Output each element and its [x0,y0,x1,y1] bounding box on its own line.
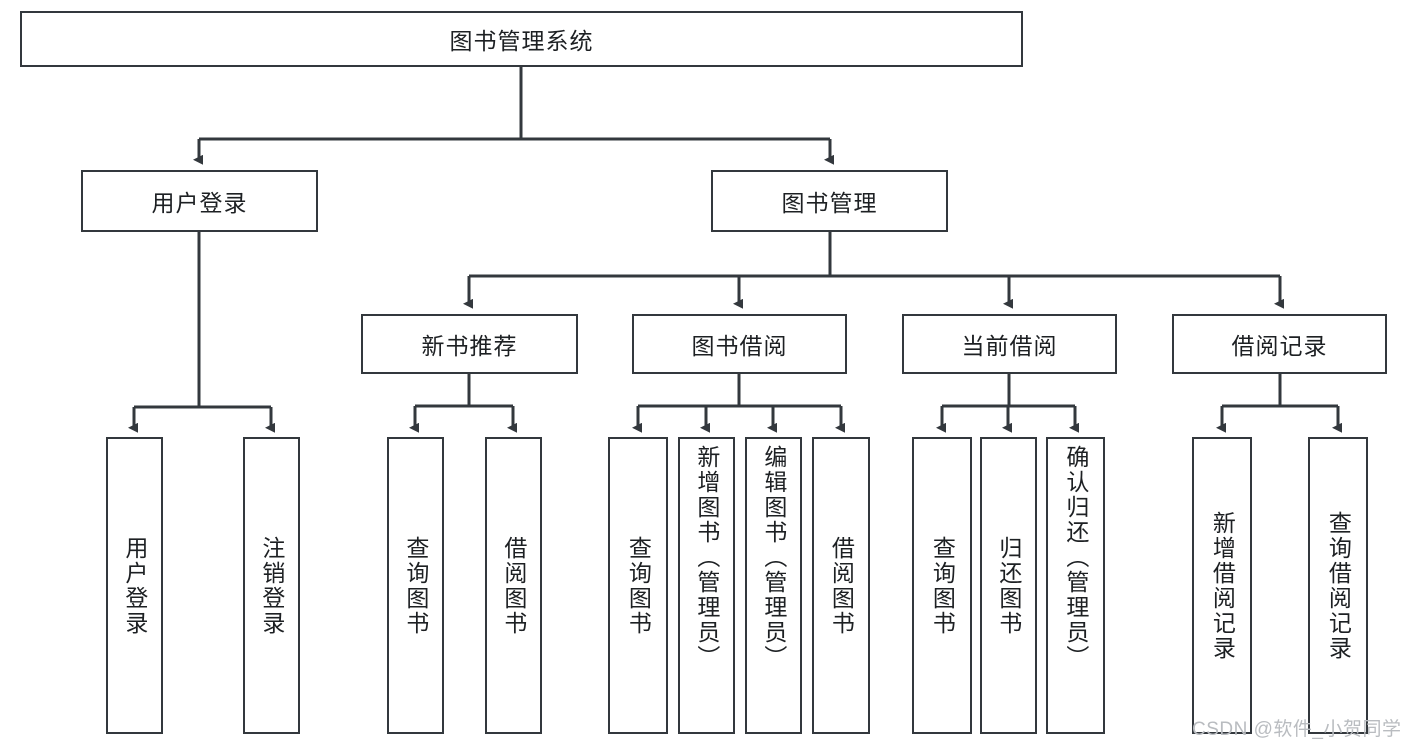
node-leaf-edit-book[interactable]: 编辑图书（管理员） [745,437,802,734]
node-label: 归还图书 [995,535,1022,636]
node-leaf-borrow-book-1[interactable]: 借阅图书 [485,437,542,734]
node-root-title[interactable]: 图书管理系统 [20,11,1023,67]
node-label: 查询图书 [402,535,429,636]
node-label: 新增图书（管理员） [693,445,720,670]
node-label: 图书管理系统 [449,28,594,54]
node-borrow-record[interactable]: 借阅记录 [1172,314,1387,374]
node-book-borrow[interactable]: 图书借阅 [632,314,847,374]
node-label: 新增借阅记录 [1209,510,1236,661]
node-label: 新书推荐 [421,333,518,359]
node-book-management[interactable]: 图书管理 [711,170,948,232]
node-label: 借阅图书 [500,535,527,636]
node-leaf-query-record[interactable]: 查询借阅记录 [1308,437,1368,734]
node-user-login[interactable]: 用户登录 [81,170,318,232]
node-label: 用户登录 [121,535,148,636]
node-label: 注销登录 [258,535,285,636]
node-label: 查询借阅记录 [1325,510,1352,661]
node-label: 当前借阅 [961,333,1058,359]
node-leaf-add-book[interactable]: 新增图书（管理员） [678,437,735,734]
node-label: 查询图书 [625,535,652,636]
node-leaf-user-login[interactable]: 用户登录 [106,437,163,734]
node-leaf-confirm-return[interactable]: 确认归还（管理员） [1046,437,1105,734]
node-label: 图书管理 [781,190,878,216]
node-label: 编辑图书（管理员） [760,445,787,670]
node-leaf-borrow-book-2[interactable]: 借阅图书 [812,437,870,734]
csdn-watermark: CSDN @软件_小贺同学 [1192,719,1402,740]
node-leaf-query-book-2[interactable]: 查询图书 [608,437,668,734]
node-leaf-query-book-1[interactable]: 查询图书 [387,437,444,734]
node-leaf-query-book-3[interactable]: 查询图书 [912,437,972,734]
node-leaf-return-book[interactable]: 归还图书 [980,437,1037,734]
node-label: 用户登录 [151,190,248,216]
node-label: 借阅图书 [828,535,855,636]
node-label: 查询图书 [929,535,956,636]
node-leaf-add-record[interactable]: 新增借阅记录 [1192,437,1252,734]
node-label: 借阅记录 [1231,333,1328,359]
node-new-book-recommend[interactable]: 新书推荐 [361,314,578,374]
node-label: 图书借阅 [691,333,788,359]
node-current-borrow[interactable]: 当前借阅 [902,314,1117,374]
node-label: 确认归还（管理员） [1062,445,1089,670]
node-leaf-user-logout[interactable]: 注销登录 [243,437,300,734]
